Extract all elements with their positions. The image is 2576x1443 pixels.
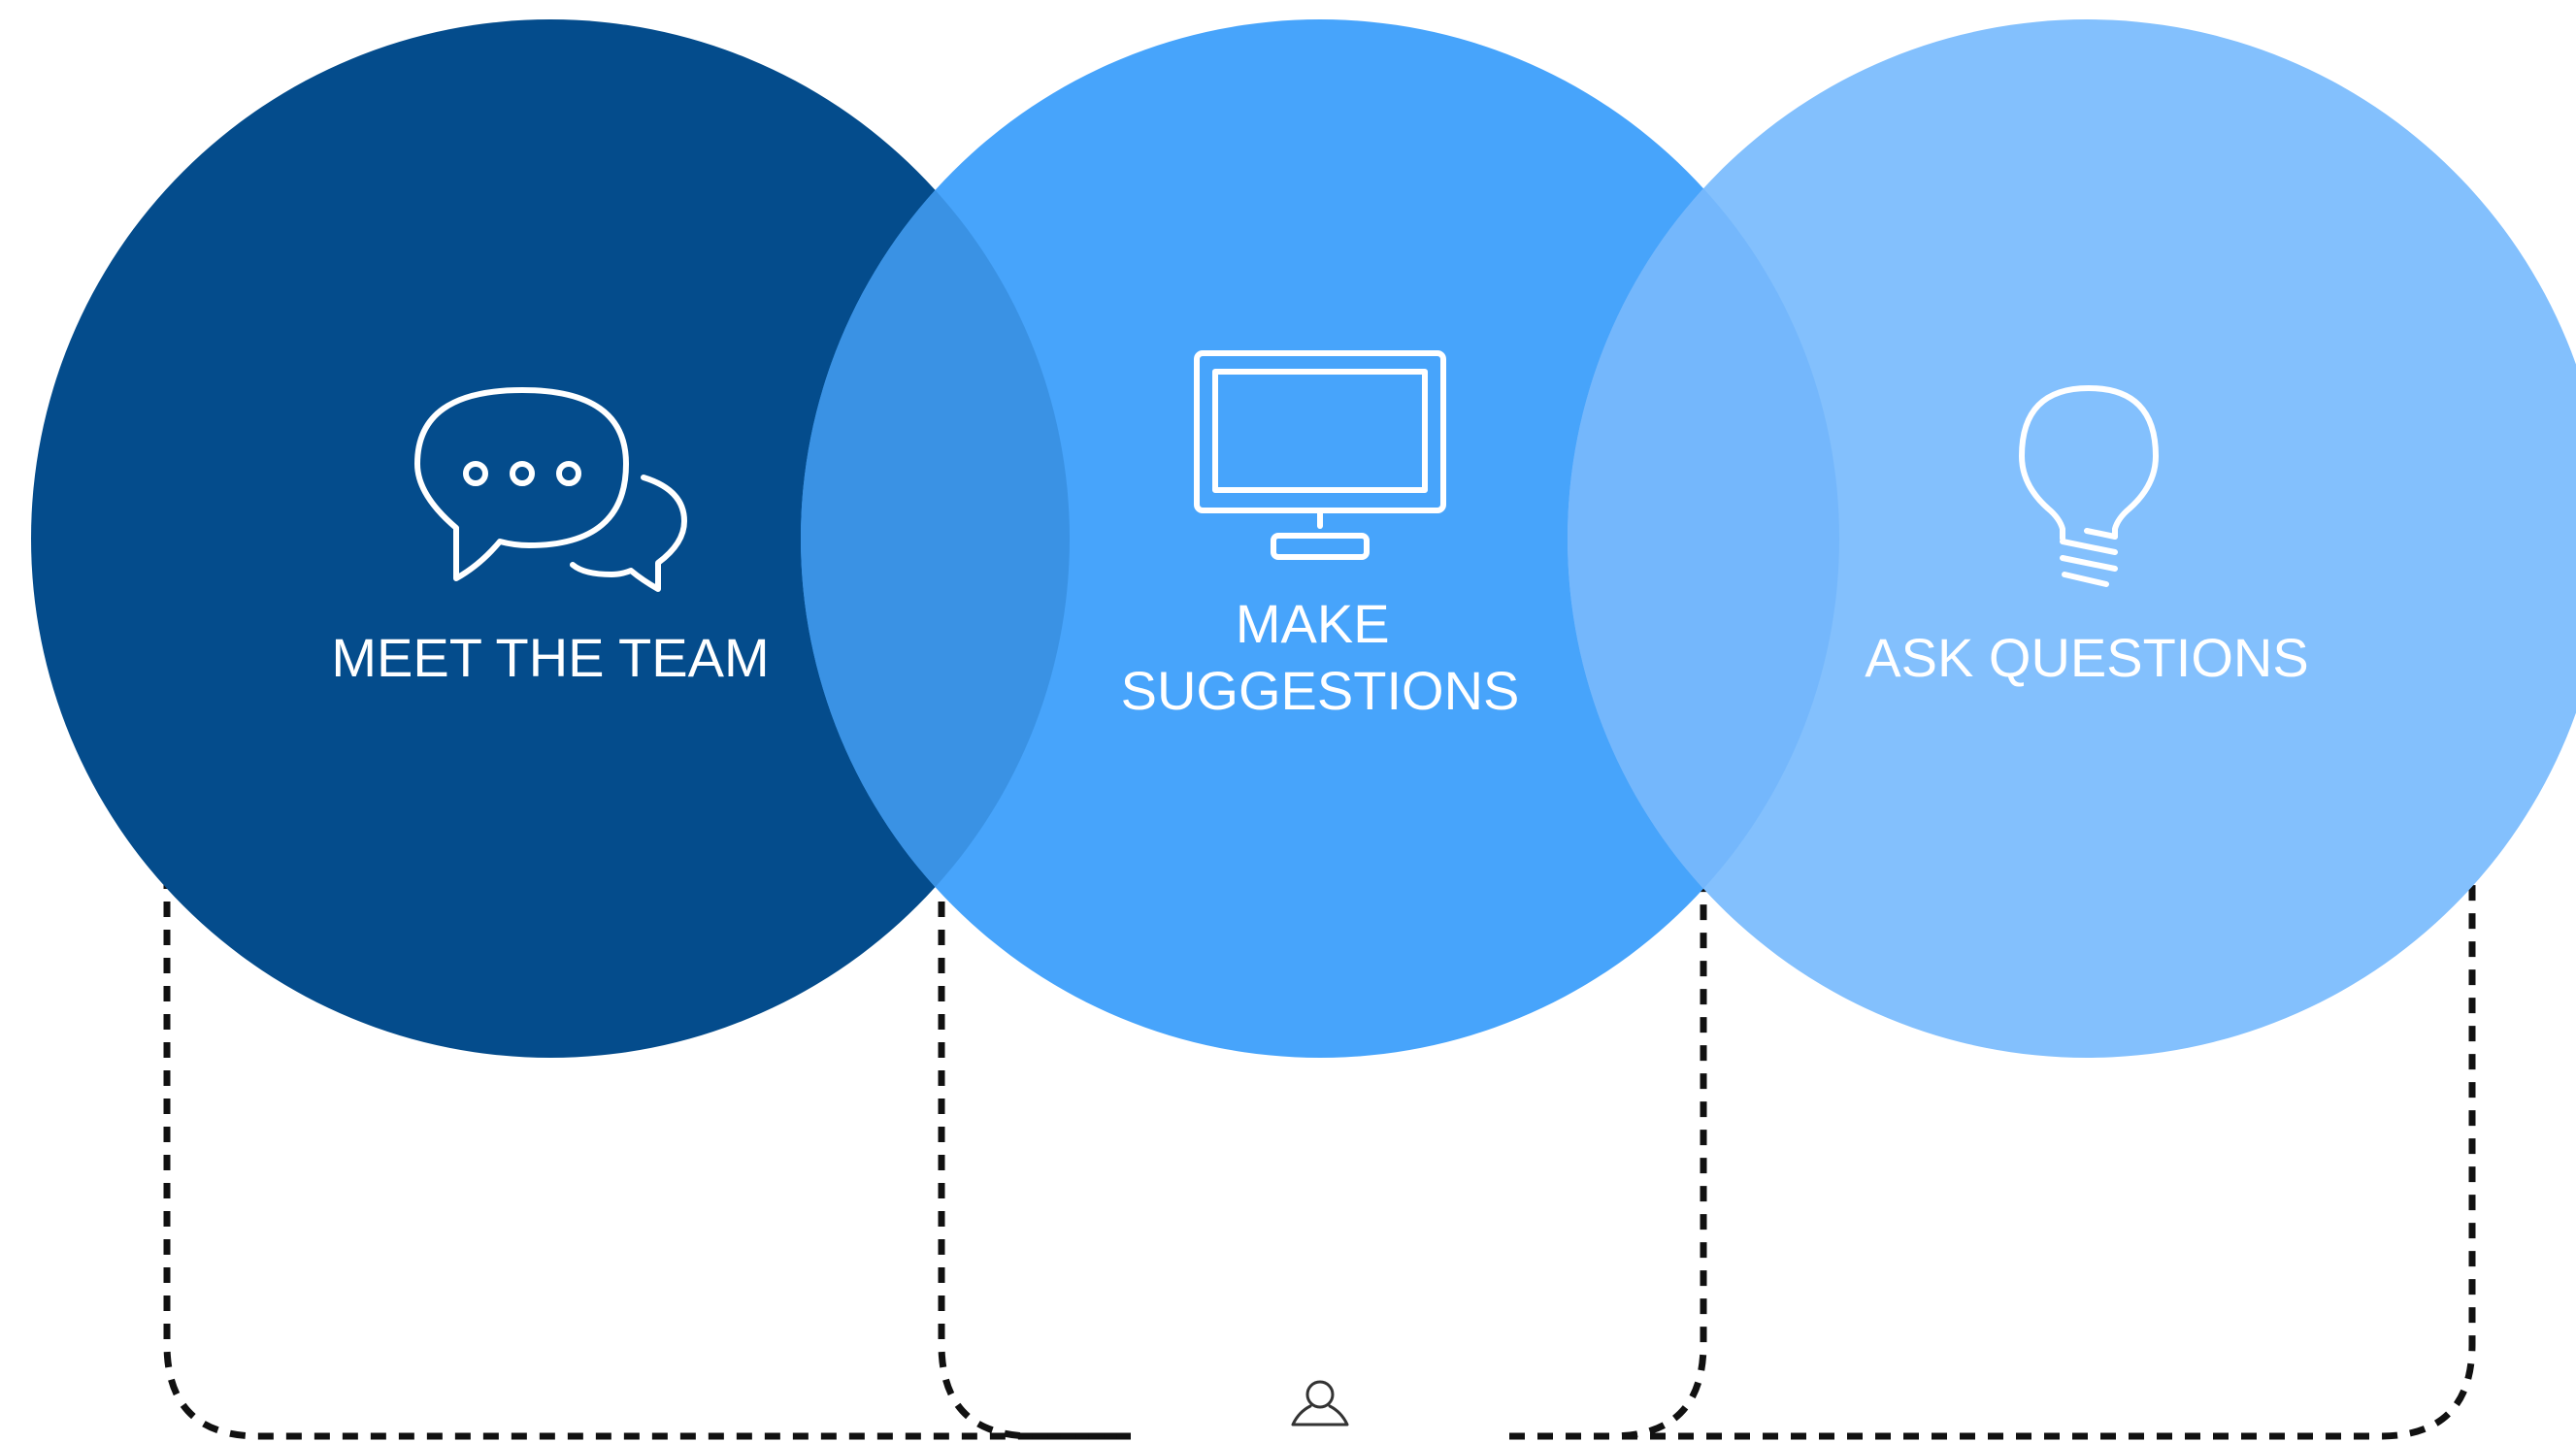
label-ask-questions: ASK QUESTIONS bbox=[1865, 627, 2308, 688]
circle-ask-questions bbox=[1568, 19, 2576, 1058]
dashed-connectors bbox=[163, 873, 2476, 1440]
lightbulb-icon bbox=[2019, 385, 2159, 587]
chat-bubbles-icon bbox=[414, 387, 687, 592]
circle-meet-the-team bbox=[31, 19, 1070, 1058]
label-make-suggestions: MAKE SUGGESTIONS bbox=[1121, 593, 1520, 721]
label-meet-the-team: MEET THE TEAM bbox=[331, 627, 769, 688]
label-make-suggestions-line2: SUGGESTIONS bbox=[1121, 660, 1520, 721]
label-make-suggestions-line1: MAKE bbox=[1236, 593, 1390, 654]
monitor-icon bbox=[1194, 350, 1446, 560]
dashed-box-left bbox=[163, 873, 1131, 1440]
person-icon bbox=[1291, 1380, 1349, 1427]
dashed-box-right bbox=[1509, 873, 2476, 1440]
